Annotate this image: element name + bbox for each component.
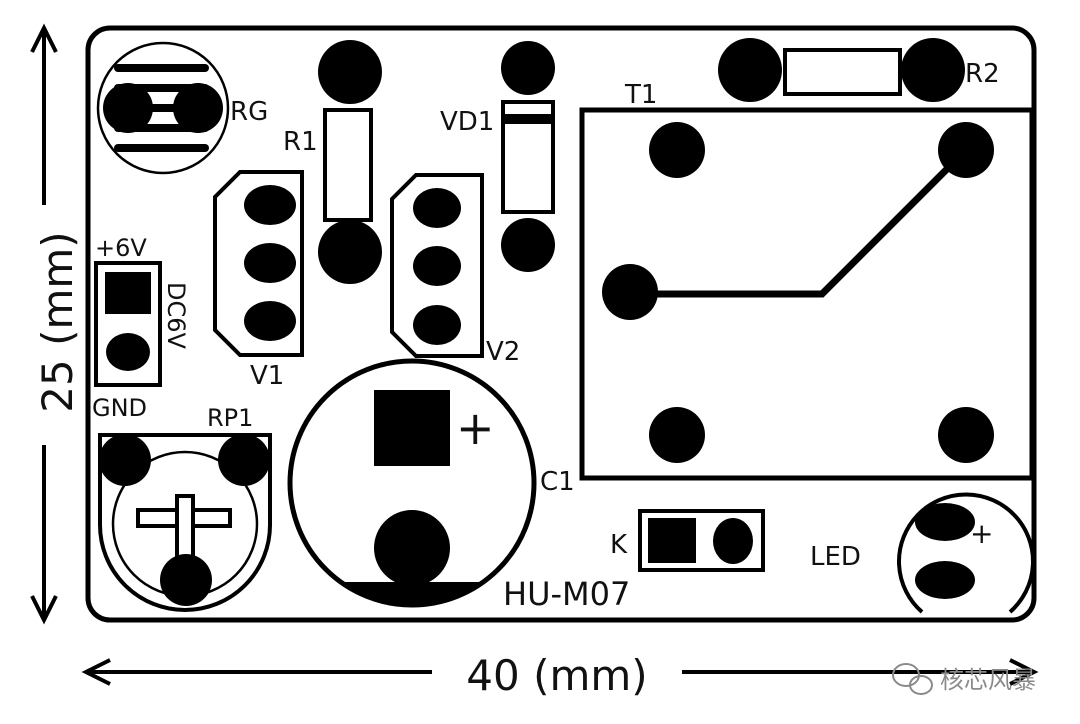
vd1-label: VD1	[440, 107, 494, 137]
v1-transistor	[213, 170, 304, 357]
width-label: 40 (mm)	[466, 651, 647, 700]
led-plus-sign: +	[970, 517, 993, 550]
r2-label: R2	[965, 59, 1000, 89]
rp1-potentiometer	[98, 433, 272, 612]
vd1-diode	[501, 41, 555, 272]
height-label: 25 (mm)	[33, 231, 82, 412]
k-connector	[638, 509, 765, 572]
v2-transistor	[390, 173, 484, 358]
r1-label: R1	[283, 127, 318, 157]
watermark: 核芯风暴	[892, 663, 1036, 695]
c1-label: C1	[540, 467, 575, 497]
led-component	[897, 492, 1035, 614]
board-model-label: HU-M07	[503, 575, 630, 613]
r2-resistor	[718, 38, 965, 102]
t1-relay	[579, 107, 1035, 481]
plus6v-label: +6V	[95, 234, 147, 262]
watermark-text: 核芯风暴	[940, 666, 1036, 694]
t1-label: T1	[624, 80, 657, 110]
power-connector	[94, 261, 162, 387]
wechat-icon	[892, 663, 933, 695]
rp1-label: RP1	[207, 404, 253, 432]
v2-label: V2	[486, 337, 520, 367]
r1-resistor	[318, 40, 382, 284]
rg-label: RG	[230, 97, 268, 127]
dc6v-label: DC6V	[162, 282, 190, 350]
c1-plus-sign: +	[456, 401, 495, 455]
k-label: K	[610, 530, 628, 560]
rg-photoresistor	[96, 41, 230, 175]
led-label: LED	[810, 542, 861, 572]
v1-label: V1	[250, 361, 284, 391]
gnd-label: GND	[92, 394, 147, 422]
